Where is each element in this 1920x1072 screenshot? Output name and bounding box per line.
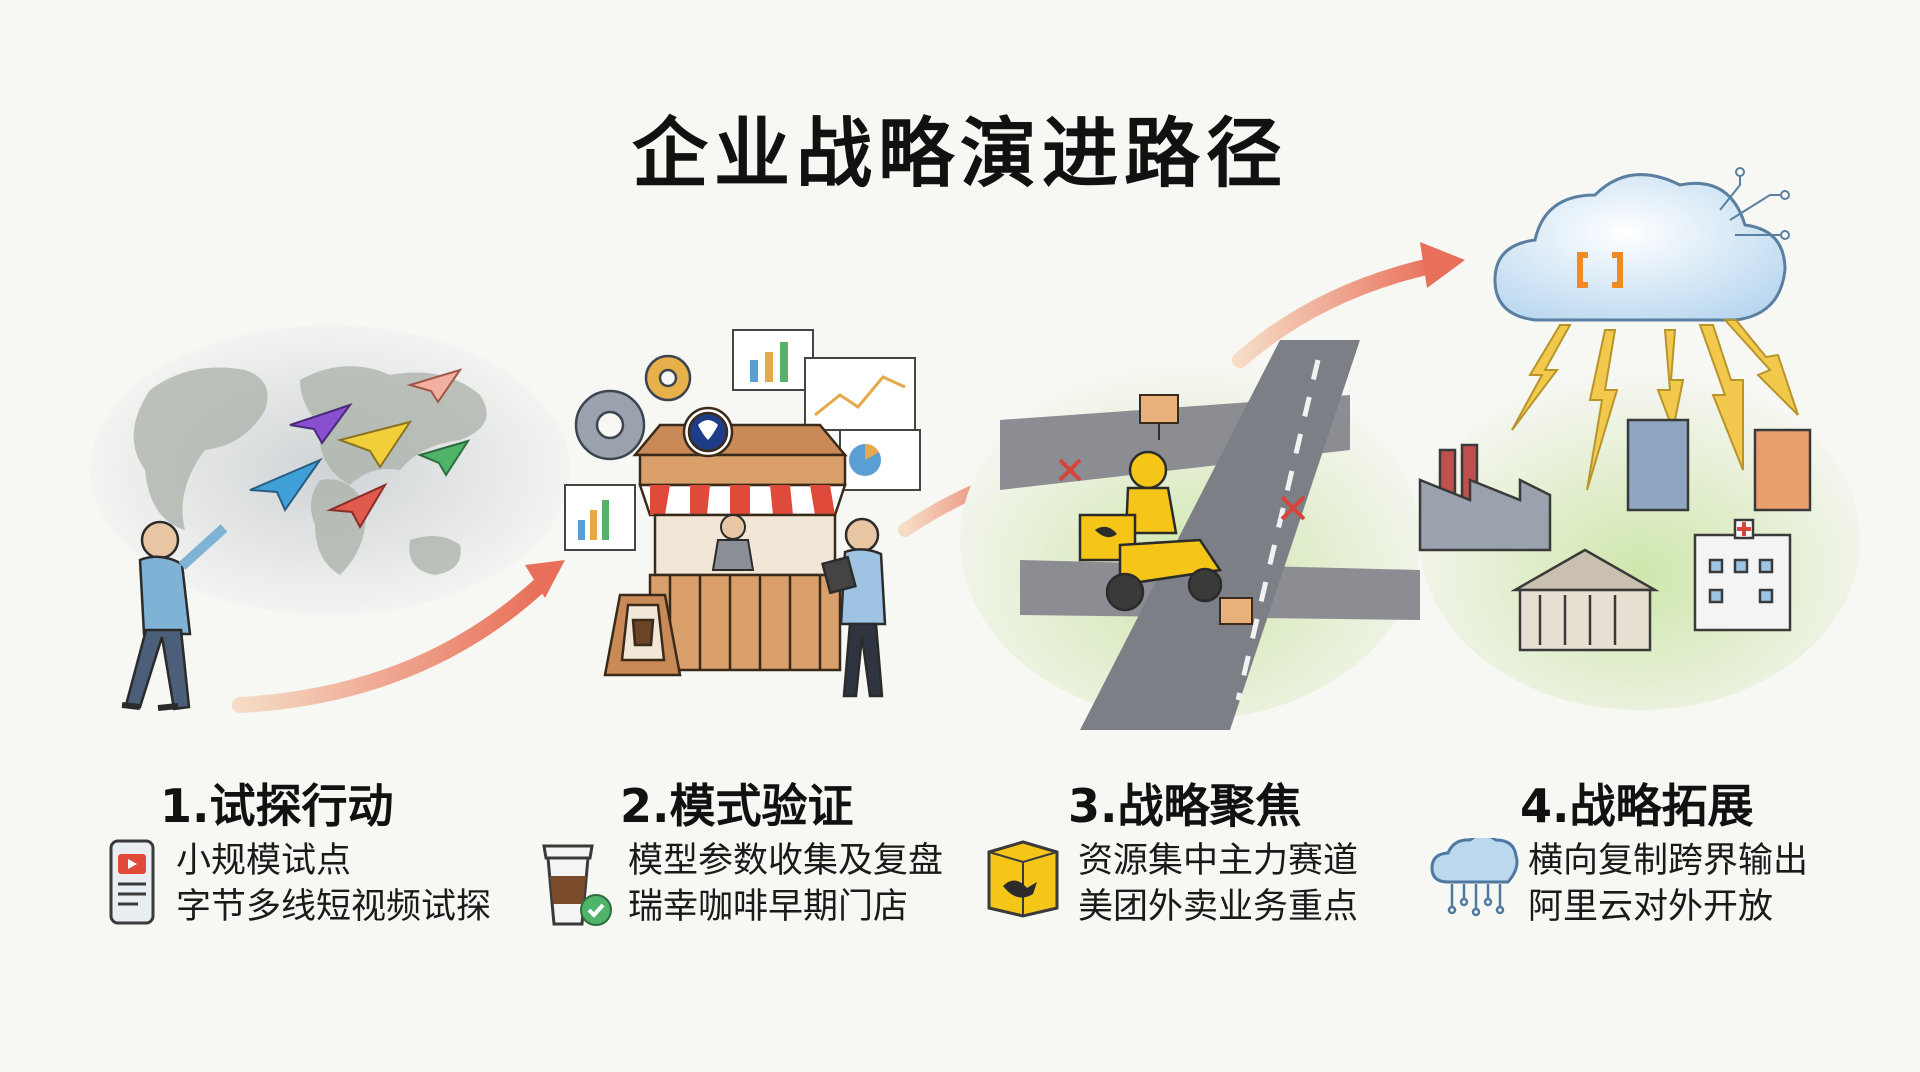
delivery-box-icon — [987, 840, 1059, 918]
red-x-mark-icon — [1058, 458, 1306, 521]
stage-2-illustration — [564, 329, 1050, 698]
factory-icon — [1418, 443, 1552, 552]
stage-4-title: 4.战略拓展 — [1520, 779, 1754, 833]
explorer-person-icon — [121, 520, 228, 711]
a-frame-sign-icon — [603, 593, 682, 677]
paper-plane-purple-icon — [289, 403, 353, 445]
line-chart-card-icon — [804, 357, 916, 431]
stage-1-illustration — [90, 325, 570, 713]
circuit-lines-icon — [1719, 167, 1790, 240]
data-card-left-icon — [564, 484, 636, 551]
coffee-cup-check-icon — [542, 844, 612, 926]
stage-4-line-1: 横向复制跨界输出 — [1528, 841, 1809, 881]
office-building-icon — [1626, 418, 1812, 512]
staff-with-tablet-icon — [821, 517, 887, 698]
stage-2-title: 2.模式验证 — [620, 779, 854, 833]
stage-3-line-1: 资源集中主力赛道 — [1078, 841, 1359, 881]
progress-arrow-1 — [232, 577, 548, 713]
paper-plane-red-icon — [326, 482, 388, 530]
coffee-kiosk-icon — [632, 406, 848, 672]
paper-plane-green-icon — [417, 439, 471, 477]
stage-2-line-2: 瑞幸咖啡早期门店 — [628, 887, 909, 927]
pie-chart-card-icon — [839, 429, 921, 491]
stage-1-line-2: 字节多线短视频试探 — [176, 887, 492, 927]
paper-plane-blue-icon — [249, 457, 323, 513]
stage-2-line-1: 模型参数收集及复盘 — [628, 841, 944, 881]
cloud-circuit-icon — [1430, 838, 1519, 917]
stage-1-description: 小规模试点 字节多线短视频试探 — [176, 838, 491, 930]
paper-plane-yellow-icon — [336, 420, 413, 469]
stage-4-illustration — [1418, 167, 1860, 710]
road-sign-icon — [1139, 394, 1253, 625]
stage-3-line-2: 美团外卖业务重点 — [1078, 887, 1359, 927]
stage-1-line-1: 小规模试点 — [176, 841, 352, 881]
gear-icon — [574, 354, 692, 461]
progress-arrow-3 — [1232, 257, 1443, 368]
smartphone-video-icon — [109, 839, 155, 925]
barista-icon — [711, 514, 755, 571]
stage-3-illustration — [960, 242, 1465, 730]
paper-plane-pink-icon — [406, 368, 463, 404]
cloud-icon — [1493, 173, 1787, 322]
page-title: 企业战略演进路径 — [632, 109, 1288, 198]
bar-chart-card-icon — [732, 329, 814, 391]
lightning-bolts-icon — [1511, 319, 1799, 491]
hospital-icon — [1693, 518, 1792, 632]
stage-3-title: 3.战略聚焦 — [1068, 779, 1302, 833]
stage-4-line-2: 阿里云对外开放 — [1528, 887, 1774, 927]
main-road — [1080, 340, 1360, 730]
delivery-courier-icon — [1078, 450, 1223, 612]
progress-arrow-1-head — [525, 560, 565, 598]
progress-arrow-3-head — [1420, 242, 1465, 288]
bank-building-icon — [1510, 548, 1660, 652]
stage-1-title: 1.试探行动 — [160, 779, 394, 833]
stage-3-description: 资源集中主力赛道 美团外卖业务重点 — [1078, 838, 1358, 930]
stage-2-description: 模型参数收集及复盘 瑞幸咖啡早期门店 — [628, 838, 943, 930]
illustration-scene — [90, 167, 1860, 730]
stage-4-description: 横向复制跨界输出 阿里云对外开放 — [1528, 838, 1808, 930]
